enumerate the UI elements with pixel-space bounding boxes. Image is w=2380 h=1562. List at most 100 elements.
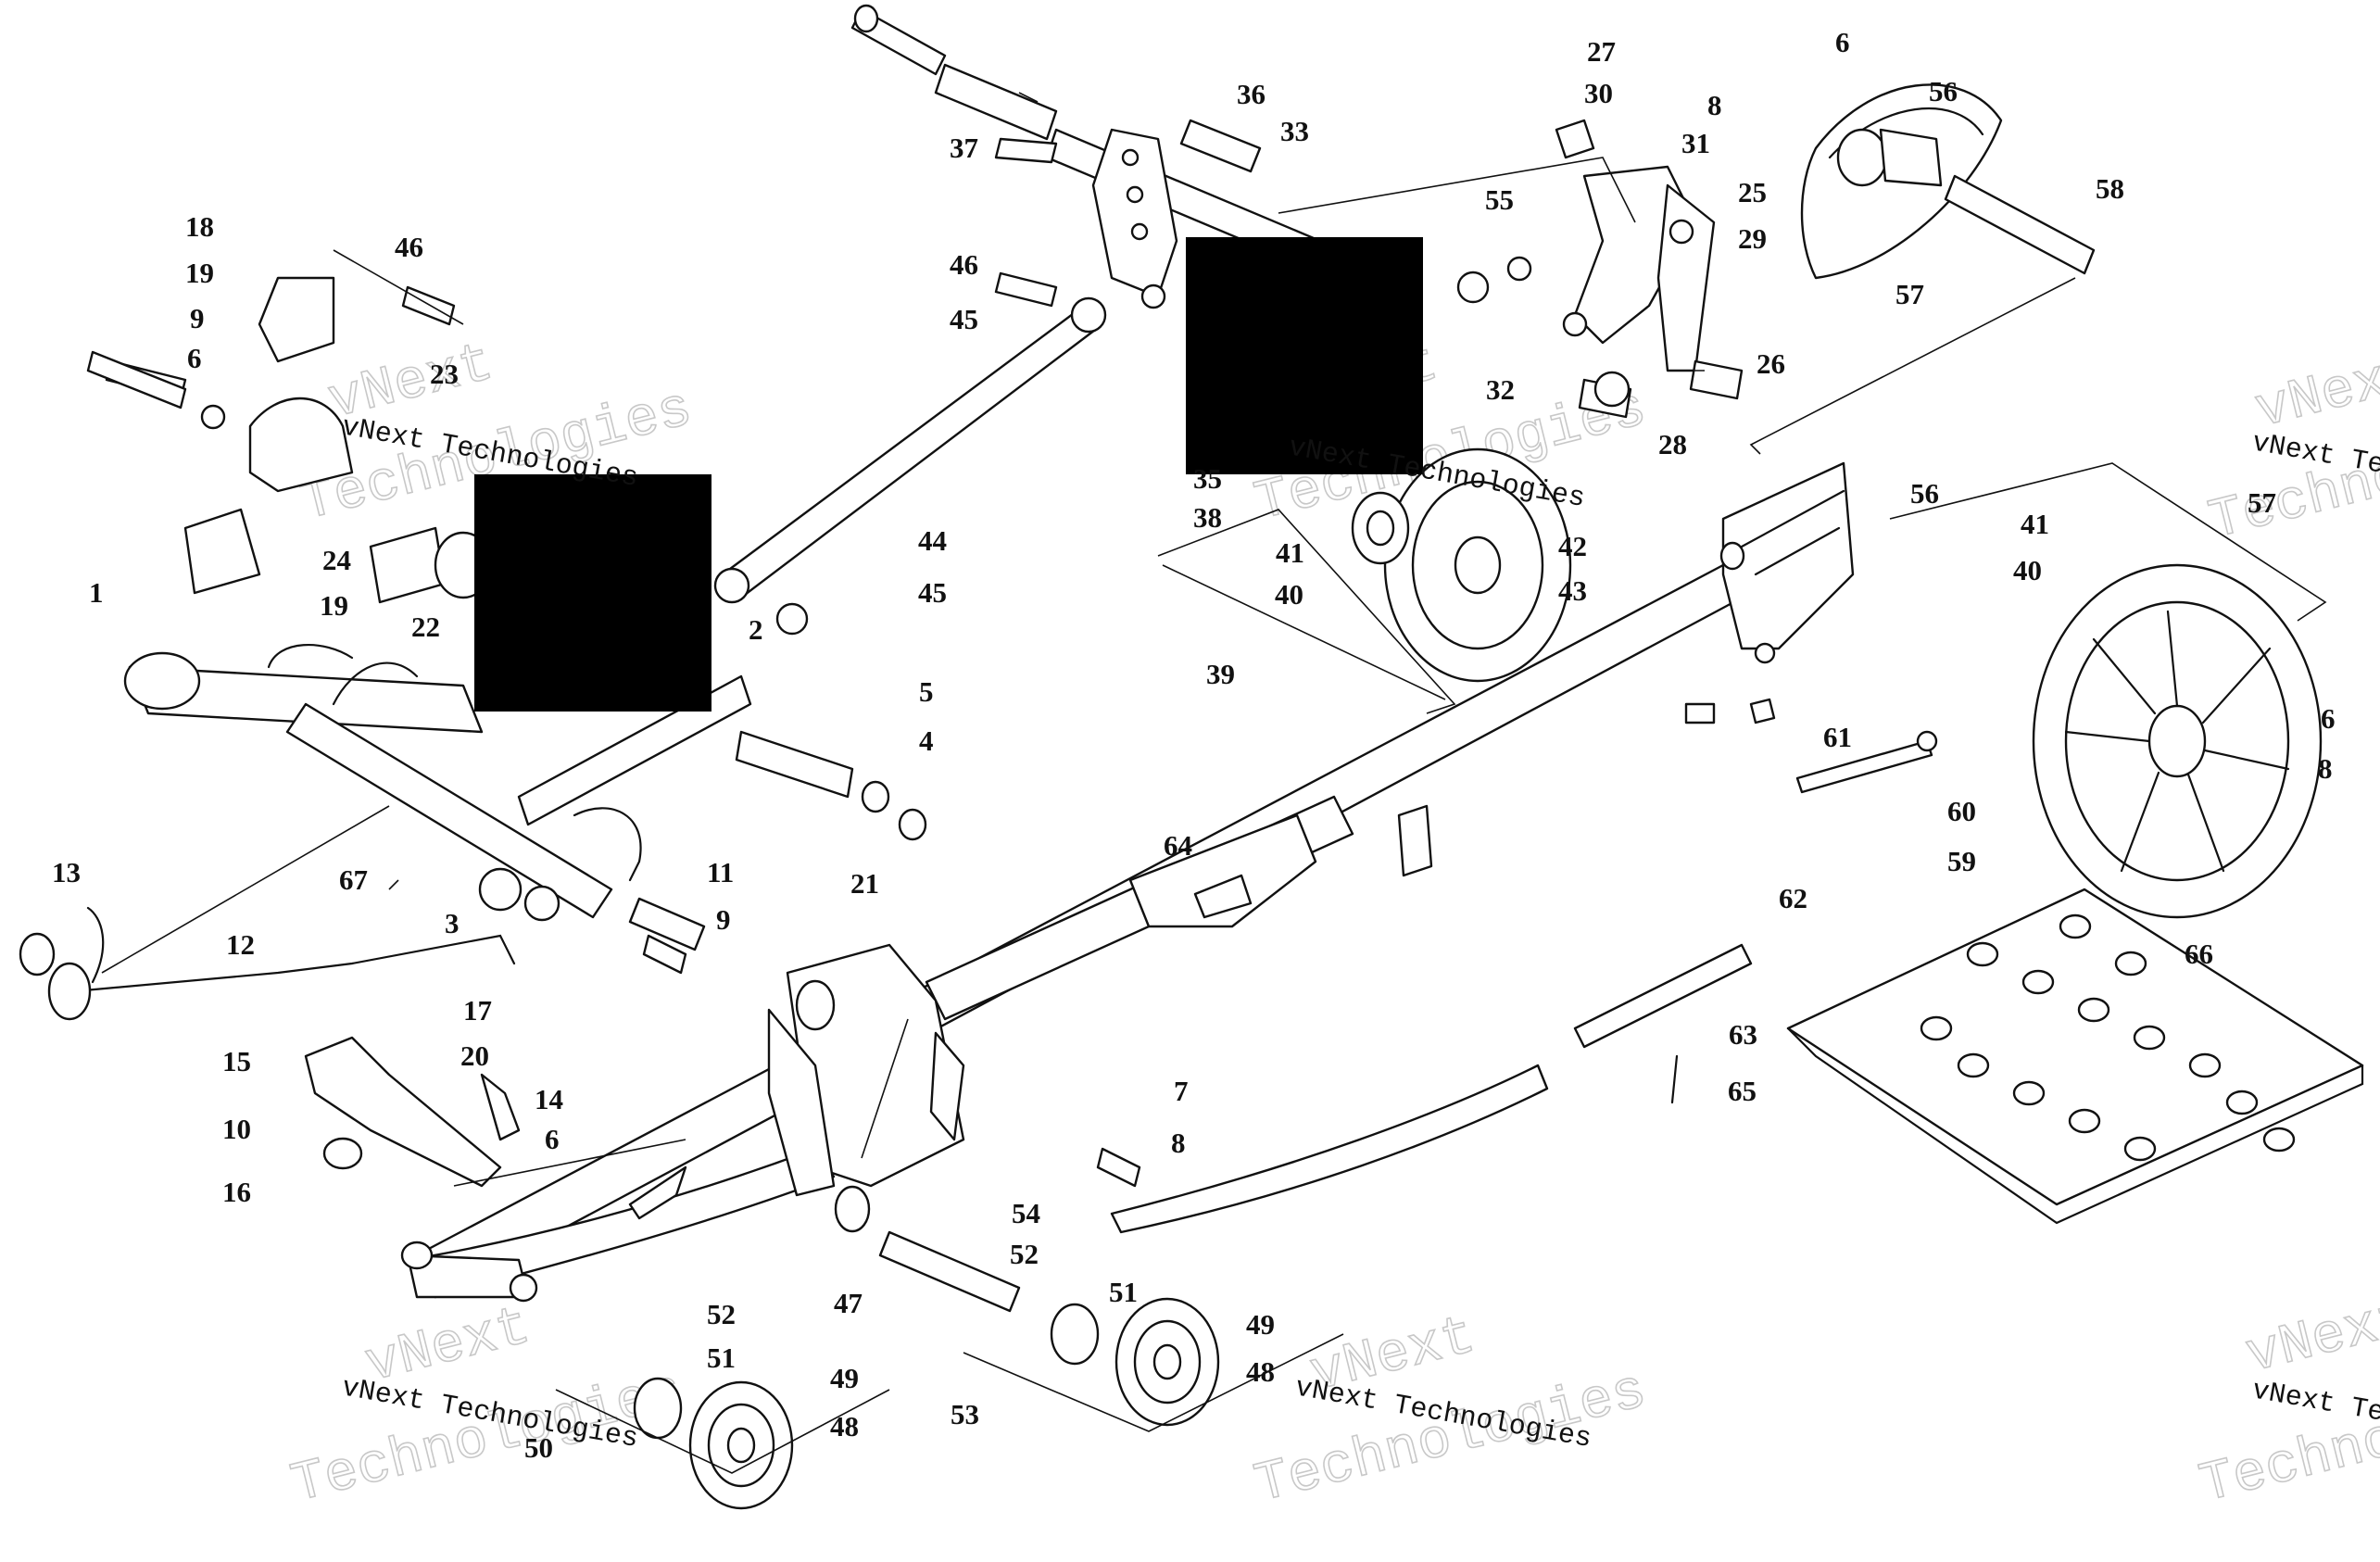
callout-16: 16 bbox=[222, 1176, 251, 1208]
callout-57: 57 bbox=[2248, 486, 2276, 519]
parts-layer bbox=[19, 4, 2364, 1510]
pivot-arm-bracket bbox=[1456, 119, 1744, 419]
hardware-right bbox=[1684, 698, 1938, 794]
callout-27: 27 bbox=[1587, 35, 1616, 68]
callout-44: 44 bbox=[918, 524, 947, 557]
hardware-left bbox=[86, 350, 1141, 1188]
callout-24: 24 bbox=[322, 544, 351, 576]
callout-65: 65 bbox=[1728, 1075, 1757, 1107]
callout-15: 15 bbox=[222, 1045, 251, 1077]
callout-60: 60 bbox=[1947, 795, 1976, 827]
callout-46: 46 bbox=[395, 231, 423, 263]
callout-67: 67 bbox=[339, 863, 368, 896]
redaction-block-right bbox=[1186, 237, 1423, 474]
callout-49: 49 bbox=[830, 1362, 859, 1394]
callout-14: 14 bbox=[535, 1083, 563, 1115]
callout-8: 8 bbox=[1171, 1127, 1186, 1159]
callout-54: 54 bbox=[1012, 1197, 1040, 1229]
callout-19: 19 bbox=[320, 589, 348, 622]
callout-13: 13 bbox=[52, 856, 81, 888]
callout-47: 47 bbox=[834, 1287, 863, 1319]
leader-lines bbox=[101, 92, 2327, 1474]
callout-6: 6 bbox=[2321, 702, 2336, 735]
watermark-vnext: vNext bbox=[2240, 1287, 2380, 1389]
callout-28: 28 bbox=[1658, 428, 1687, 460]
wear-strip bbox=[1110, 943, 1753, 1234]
callout-33: 33 bbox=[1280, 115, 1309, 147]
callout-5: 5 bbox=[919, 675, 934, 708]
track-clip-plate bbox=[1786, 888, 2364, 1225]
callout-48: 48 bbox=[1246, 1355, 1275, 1388]
callout-20: 20 bbox=[460, 1039, 489, 1072]
callout-1: 1 bbox=[89, 576, 104, 609]
callout-42: 42 bbox=[1558, 530, 1587, 562]
rear-idler-wheel bbox=[2032, 563, 2323, 919]
callout-6: 6 bbox=[187, 342, 202, 374]
callout-29: 29 bbox=[1738, 222, 1767, 255]
callout-52: 52 bbox=[707, 1298, 736, 1330]
callout-8: 8 bbox=[2318, 752, 2333, 785]
rear-idler-bracket bbox=[1719, 461, 1855, 664]
callout-61: 61 bbox=[1823, 721, 1852, 753]
callout-56: 56 bbox=[1910, 477, 1939, 510]
callout-57: 57 bbox=[1895, 278, 1924, 310]
callout-11: 11 bbox=[707, 856, 734, 888]
callout-2: 2 bbox=[749, 613, 763, 646]
callout-53: 53 bbox=[951, 1398, 979, 1430]
upper-idler-wheel bbox=[1800, 83, 2096, 280]
callout-52: 52 bbox=[1010, 1238, 1039, 1270]
callout-7: 7 bbox=[1174, 1075, 1189, 1107]
callout-23: 23 bbox=[430, 358, 459, 390]
callout-12: 12 bbox=[226, 928, 255, 961]
callout-6: 6 bbox=[1835, 26, 1850, 58]
front-pivot-bracket bbox=[304, 1036, 521, 1188]
torsion-spring bbox=[19, 906, 516, 1021]
callout-48: 48 bbox=[830, 1410, 859, 1442]
callout-45: 45 bbox=[918, 576, 947, 609]
callout-26: 26 bbox=[1757, 347, 1785, 380]
callout-58: 58 bbox=[2096, 172, 2124, 205]
callout-63: 63 bbox=[1729, 1018, 1757, 1051]
callout-64: 64 bbox=[1164, 829, 1192, 862]
callout-39: 39 bbox=[1206, 658, 1235, 690]
callout-46: 46 bbox=[950, 248, 978, 281]
callout-41: 41 bbox=[2021, 508, 2049, 540]
callout-3: 3 bbox=[445, 907, 460, 939]
callout-38: 38 bbox=[1193, 501, 1222, 534]
callout-43: 43 bbox=[1558, 574, 1587, 607]
callout-17: 17 bbox=[463, 994, 492, 1027]
lower-bogie-wheels bbox=[633, 1230, 1220, 1510]
callout-35: 35 bbox=[1193, 462, 1222, 495]
callout-56: 56 bbox=[1929, 75, 1958, 107]
callout-8: 8 bbox=[1707, 89, 1722, 121]
callout-62: 62 bbox=[1779, 882, 1807, 914]
callout-45: 45 bbox=[950, 303, 978, 335]
callout-22: 22 bbox=[411, 611, 440, 643]
callout-10: 10 bbox=[222, 1113, 251, 1145]
callout-37: 37 bbox=[950, 132, 978, 164]
callout-40: 40 bbox=[1275, 578, 1303, 611]
callout-6: 6 bbox=[545, 1123, 560, 1155]
callout-59: 59 bbox=[1947, 845, 1976, 877]
callout-32: 32 bbox=[1486, 373, 1515, 406]
front-arm-assembly bbox=[123, 643, 927, 951]
callout-49: 49 bbox=[1246, 1308, 1275, 1341]
callout-36: 36 bbox=[1237, 78, 1266, 110]
callout-9: 9 bbox=[190, 302, 205, 334]
callout-50: 50 bbox=[524, 1431, 553, 1464]
callout-55: 55 bbox=[1485, 183, 1514, 216]
callout-66: 66 bbox=[2185, 938, 2213, 970]
watermark-vnext: vNext bbox=[2249, 342, 2380, 444]
callout-18: 18 bbox=[185, 210, 214, 243]
redaction-block-left bbox=[474, 474, 711, 712]
callout-31: 31 bbox=[1681, 127, 1710, 159]
callout-30: 30 bbox=[1584, 77, 1613, 109]
center-idler-wheel bbox=[1351, 447, 1572, 683]
callout-41: 41 bbox=[1276, 536, 1304, 569]
callout-51: 51 bbox=[707, 1342, 736, 1374]
callout-labels: 1 2 3 4 5 6 6 6 6 7 8 8 8 9 9 10 11 12 1… bbox=[52, 26, 2336, 1464]
callout-4: 4 bbox=[919, 724, 934, 757]
callout-9: 9 bbox=[716, 903, 731, 936]
slide-rail-assembly bbox=[400, 563, 1753, 1303]
